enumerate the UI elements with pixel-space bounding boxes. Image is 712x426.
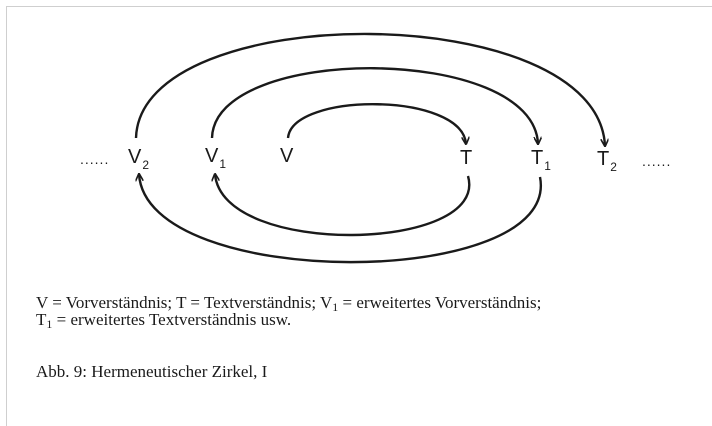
hermeneutic-circle-diagram: ...... V2 V1 V T T1 T2 ...... bbox=[80, 32, 671, 264]
node-v: V bbox=[280, 145, 294, 167]
node-v2: V2 bbox=[128, 146, 149, 172]
arc-v1-to-t1 bbox=[210, 67, 538, 144]
arc-v2-to-t2 bbox=[134, 32, 605, 146]
node-t2: T2 bbox=[597, 148, 617, 174]
arc-t1-to-v2 bbox=[139, 174, 542, 264]
figure-caption: Abb. 9: Hermeneutischer Zirkel, I bbox=[36, 362, 268, 381]
legend-line-1: V = Vorverständnis; T = Textverständnis;… bbox=[36, 293, 542, 314]
arc-t-to-v1 bbox=[215, 174, 471, 237]
node-t: T bbox=[460, 147, 472, 169]
left-ellipsis: ...... bbox=[80, 151, 109, 167]
legend-text: V = Vorverständnis; T = Textverständnis;… bbox=[36, 293, 712, 331]
frame-border-top bbox=[6, 6, 712, 7]
arc-v-to-t bbox=[286, 103, 466, 144]
frame-border-left bbox=[6, 6, 7, 426]
right-ellipsis: ...... bbox=[642, 153, 671, 169]
node-t1: T1 bbox=[531, 147, 551, 173]
node-v1: V1 bbox=[205, 145, 226, 171]
legend-line-2: T1 = erweitertes Textverständnis usw. bbox=[36, 310, 292, 331]
